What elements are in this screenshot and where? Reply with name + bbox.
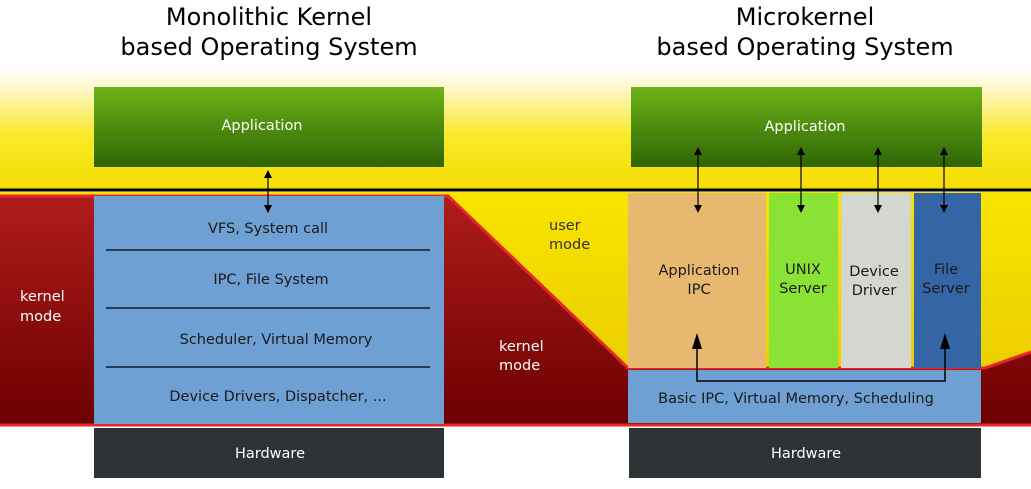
application-ipc-label-line2: IPC [687, 282, 710, 298]
monolithic-hardware-label: Hardware [235, 446, 305, 462]
basic-ipc-box [628, 370, 981, 423]
device-driver-label-line1: Device [849, 264, 899, 280]
monolithic-application-box [94, 87, 444, 167]
microkernel-hardware-label: Hardware [771, 446, 841, 462]
monolithic-application-label: Application [221, 118, 302, 134]
device-driver-label-line2: Driver [852, 283, 897, 299]
user-mode-label-line2: mode [549, 237, 590, 253]
micro-kernel-mode-line2: mode [499, 358, 540, 374]
microkernel-title-line1: Microkernel [736, 3, 875, 31]
file-server-label-line2: Server [922, 281, 970, 297]
file-server-label-line1: File [934, 262, 958, 278]
microkernel-application-box [631, 87, 982, 167]
monolithic-kernel-mode-line2: mode [20, 309, 61, 325]
ipc-loop-arrowhead-left [692, 333, 702, 349]
layer-vfs-system-call: VFS, System call [208, 221, 328, 237]
unix-server-label-line1: UNIX [785, 262, 821, 278]
monolithic-hardware-box [94, 428, 444, 478]
ipc-loop-arrowhead-right [940, 333, 950, 349]
monolithic-kernel-block [94, 196, 444, 424]
layer-ipc-file-system: IPC, File System [213, 272, 328, 288]
basic-ipc-label: Basic IPC, Virtual Memory, Scheduling [658, 391, 934, 407]
ipc-loop-line [696, 337, 946, 382]
micro-kernel-mode-line1: kernel [499, 339, 544, 355]
user-mode-label-line1: user [549, 218, 581, 234]
microkernel-application-label: Application [764, 119, 845, 135]
unix-server-label-line2: Server [779, 281, 827, 297]
unix-server-box [769, 193, 838, 368]
layer-device-drivers: Device Drivers, Dispatcher, ... [169, 389, 386, 405]
microkernel-title-line2: based Operating System [656, 33, 953, 61]
device-driver-box [841, 193, 911, 368]
file-server-box [914, 193, 981, 368]
microkernel-hardware-box [629, 428, 981, 478]
monolithic-title-line2: based Operating System [120, 33, 417, 61]
layer-scheduler-virtual-memory: Scheduler, Virtual Memory [180, 332, 373, 348]
monolithic-kernel-mode-line1: kernel [20, 289, 65, 305]
application-ipc-label-line1: Application [658, 263, 739, 279]
monolithic-title-line1: Monolithic Kernel [166, 3, 372, 31]
